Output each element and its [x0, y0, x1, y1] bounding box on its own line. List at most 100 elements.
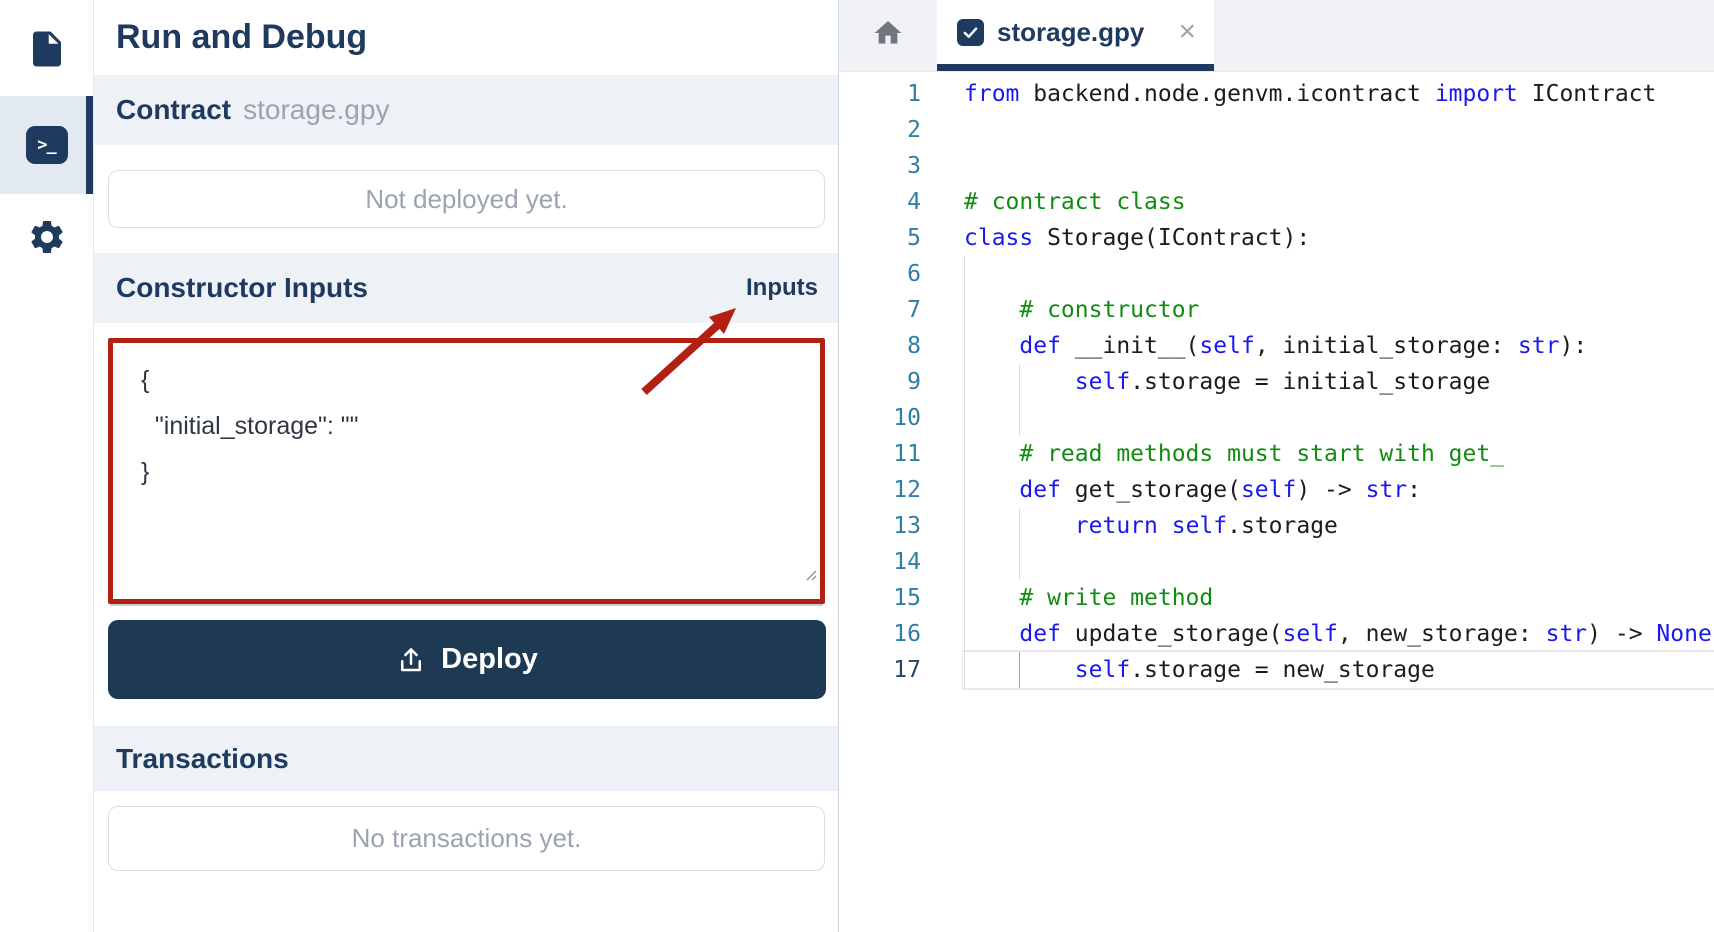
code-line[interactable]: 17 self.storage = new_storage [839, 650, 1714, 690]
run-and-debug-panel: Run and Debug Contract storage.gpy Not d… [94, 0, 839, 932]
indent-guide [964, 580, 965, 616]
code-line[interactable]: 15 # write method [839, 580, 1714, 616]
line-number: 15 [893, 585, 921, 611]
sidebar-item-files[interactable] [0, 14, 93, 88]
deployment-status: Not deployed yet. [108, 170, 825, 228]
activity-sidebar: >_ [0, 0, 94, 932]
code-line[interactable]: 16 def update_storage(self, new_storage:… [839, 616, 1714, 652]
indent-guide [964, 508, 965, 544]
contract-header: Contract storage.gpy [94, 75, 838, 145]
indent-guide [964, 328, 965, 364]
constructor-inputs-header: Constructor Inputs Inputs [94, 253, 838, 323]
sidebar-item-settings[interactable] [0, 202, 93, 276]
upload-icon [396, 645, 426, 675]
code-text [921, 544, 964, 580]
constructor-inputs-label: Constructor Inputs [116, 272, 368, 303]
json-line: } [141, 458, 150, 486]
deploy-button[interactable]: Deploy [108, 620, 826, 699]
code-line[interactable]: 14 [839, 544, 1714, 580]
tab-storage-gpy[interactable]: storage.gpy × [937, 0, 1214, 71]
line-number: 13 [893, 513, 921, 539]
line-number: 3 [907, 153, 921, 179]
indent-guide [1019, 400, 1020, 436]
code-line[interactable]: 1 from backend.node.genvm.icontract impor… [839, 76, 1714, 112]
code-line[interactable]: 6 [839, 256, 1714, 292]
line-number: 10 [893, 405, 921, 431]
transactions-empty-status: No transactions yet. [108, 806, 825, 871]
code-text: # write method [964, 585, 1214, 611]
line-number: 17 [893, 657, 921, 683]
line-number: 11 [893, 441, 921, 467]
code-line[interactable]: 4 # contract class [839, 184, 1714, 220]
json-line: { [141, 366, 150, 394]
line-number: 8 [907, 333, 921, 359]
code-line[interactable]: 8 def __init__(self, initial_storage: st… [839, 328, 1714, 364]
code-line[interactable]: 7 # constructor [839, 292, 1714, 328]
home-icon [871, 17, 905, 54]
code-editor: storage.gpy × 1 from backend.node.genvm.i… [839, 0, 1714, 932]
line-number: 12 [893, 477, 921, 503]
line-number: 5 [907, 225, 921, 251]
indent-guide [964, 544, 965, 580]
line-number: 1 [907, 81, 921, 107]
json-line: "initial_storage": "" [141, 412, 359, 440]
code-line[interactable]: 9 self.storage = initial_storage [839, 364, 1714, 400]
indent-guide [964, 472, 965, 508]
code-text: # constructor [964, 297, 1200, 323]
contract-label: Contract [116, 94, 232, 125]
code-text [921, 112, 964, 148]
indent-guide [964, 436, 965, 472]
code-line[interactable]: 10 [839, 400, 1714, 436]
indent-guide [964, 256, 965, 292]
code-text: # contract class [964, 189, 1186, 215]
indent-guide [1019, 544, 1020, 580]
code-text: from backend.node.genvm.icontract import… [964, 81, 1657, 107]
code-line[interactable]: 5 class Storage(IContract): [839, 220, 1714, 256]
code-text: def update_storage(self, new_storage: st… [964, 621, 1714, 647]
line-number: 9 [907, 369, 921, 395]
line-number: 16 [893, 621, 921, 647]
line-number: 7 [907, 297, 921, 323]
constructor-inputs-textarea[interactable]: { "initial_storage": ""} [108, 338, 825, 604]
code-line[interactable]: 12 def get_storage(self) -> str: [839, 472, 1714, 508]
home-tab-button[interactable] [839, 0, 937, 71]
transactions-label: Transactions [116, 742, 289, 774]
indent-guide [964, 652, 965, 688]
file-check-icon [957, 18, 984, 46]
code-text: self.storage = initial_storage [1074, 369, 1491, 395]
code-text: def get_storage(self) -> str: [964, 477, 1421, 503]
transactions-header: Transactions [94, 726, 838, 791]
code-text: self.storage = new_storage [1074, 657, 1435, 683]
code-text: def __init__(self, initial_storage: str)… [964, 333, 1588, 359]
indent-guide [964, 616, 965, 652]
code-line[interactable]: 3 [839, 148, 1714, 184]
code-text: class Storage(IContract): [964, 225, 1311, 251]
indent-guide [1019, 652, 1020, 688]
resize-handle-icon[interactable] [801, 550, 817, 596]
code-lines[interactable]: 1 from backend.node.genvm.icontract impor… [839, 72, 1714, 932]
code-text [921, 400, 964, 436]
constructor-json: { "initial_storage": ""} [141, 357, 820, 495]
file-icon [26, 28, 68, 75]
line-number: 6 [907, 261, 921, 287]
code-text [921, 148, 964, 184]
indent-guide [1019, 364, 1020, 400]
code-line[interactable]: 11 # read methods must start with get_ [839, 436, 1714, 472]
terminal-icon: >_ [25, 126, 68, 164]
inputs-toggle[interactable]: Inputs [746, 274, 818, 301]
code-text [921, 256, 964, 292]
indent-guide [964, 292, 965, 328]
contract-filename: storage.gpy [243, 94, 390, 125]
code-text: return self.storage [1074, 513, 1338, 539]
line-number: 4 [907, 189, 921, 215]
code-text: # read methods must start with get_ [964, 441, 1505, 467]
code-line[interactable]: 2 [839, 112, 1714, 148]
code-line[interactable]: 13 return self.storage [839, 508, 1714, 544]
current-line-highlight [962, 650, 1714, 690]
gear-icon [27, 217, 67, 262]
deploy-button-label: Deploy [441, 643, 538, 675]
tab-close-icon[interactable]: × [1178, 15, 1196, 48]
sidebar-item-run-and-debug[interactable]: >_ [0, 96, 93, 194]
page-title: Run and Debug [116, 18, 368, 56]
